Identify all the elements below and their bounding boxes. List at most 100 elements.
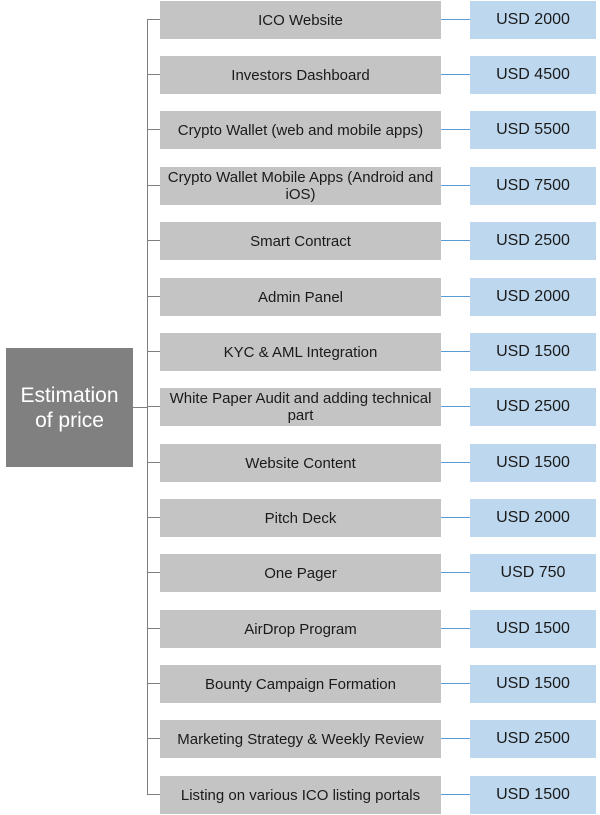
task-row: Bounty Campaign Formation USD 1500 — [0, 665, 600, 703]
branch-connector — [147, 185, 160, 186]
task-box: White Paper Audit and adding technical p… — [160, 388, 441, 426]
branch-connector — [147, 19, 160, 20]
price-box: USD 7500 — [470, 167, 596, 205]
task-row: Crypto Wallet (web and mobile apps) USD … — [0, 111, 600, 149]
price-label: USD 1500 — [496, 454, 570, 471]
price-connector — [441, 74, 470, 75]
price-connector — [441, 19, 470, 20]
root-node-label: Estimation of price — [20, 383, 119, 432]
price-label: USD 750 — [500, 564, 566, 581]
task-box: Crypto Wallet (web and mobile apps) — [160, 111, 441, 149]
task-row: Smart Contract USD 2500 — [0, 222, 600, 260]
task-row: Admin Panel USD 2000 — [0, 278, 600, 316]
price-box: USD 1500 — [470, 776, 596, 814]
task-label: ICO Website — [258, 11, 343, 29]
price-label: USD 2000 — [496, 11, 570, 28]
price-box: USD 2500 — [470, 720, 596, 758]
task-box: Bounty Campaign Formation — [160, 665, 441, 703]
branch-connector — [147, 351, 160, 352]
task-box: KYC & AML Integration — [160, 333, 441, 371]
price-connector — [441, 351, 470, 352]
price-connector — [441, 628, 470, 629]
price-connector — [441, 240, 470, 241]
price-box: USD 2000 — [470, 278, 596, 316]
branch-connector — [147, 794, 160, 795]
price-label: USD 1500 — [496, 343, 570, 360]
task-row: White Paper Audit and adding technical p… — [0, 388, 600, 426]
branch-connector — [147, 240, 160, 241]
price-connector — [441, 517, 470, 518]
price-box: USD 750 — [470, 554, 596, 592]
price-label: USD 1500 — [496, 620, 570, 637]
task-box: Marketing Strategy & Weekly Review — [160, 720, 441, 758]
task-row: Investors Dashboard USD 4500 — [0, 56, 600, 94]
task-label: Bounty Campaign Formation — [205, 675, 396, 693]
task-row: Pitch Deck USD 2000 — [0, 499, 600, 537]
task-box: Admin Panel — [160, 278, 441, 316]
task-box: AirDrop Program — [160, 610, 441, 648]
task-label: White Paper Audit and adding technical p… — [169, 390, 432, 424]
branch-connector — [147, 296, 160, 297]
task-label: Crypto Wallet Mobile Apps (Android and i… — [167, 169, 434, 203]
task-box: One Pager — [160, 554, 441, 592]
branch-connector — [147, 628, 160, 629]
price-box: USD 1500 — [470, 333, 596, 371]
price-box: USD 1500 — [470, 665, 596, 703]
task-box: Investors Dashboard — [160, 56, 441, 94]
task-box: Website Content — [160, 444, 441, 482]
price-connector — [441, 794, 470, 795]
task-box: ICO Website — [160, 1, 441, 39]
price-label: USD 2000 — [496, 509, 570, 526]
task-label: AirDrop Program — [244, 620, 357, 638]
price-connector — [441, 738, 470, 739]
branch-connector — [147, 517, 160, 518]
price-label: USD 7500 — [496, 177, 570, 194]
branch-connector — [147, 738, 160, 739]
price-label: USD 5500 — [496, 121, 570, 138]
price-label: USD 1500 — [496, 786, 570, 803]
task-row: ICO Website USD 2000 — [0, 1, 600, 39]
price-box: USD 2000 — [470, 499, 596, 537]
branch-connector — [147, 462, 160, 463]
branch-connector — [147, 406, 160, 407]
task-label: One Pager — [264, 564, 337, 582]
task-label: Smart Contract — [250, 232, 351, 250]
task-label: KYC & AML Integration — [223, 343, 378, 361]
price-label: USD 2500 — [496, 730, 570, 747]
price-box: USD 1500 — [470, 610, 596, 648]
task-row: AirDrop Program USD 1500 — [0, 610, 600, 648]
price-box: USD 2500 — [470, 222, 596, 260]
task-row: Website Content USD 1500 — [0, 444, 600, 482]
price-box: USD 2500 — [470, 388, 596, 426]
price-connector — [441, 462, 470, 463]
price-label: USD 1500 — [496, 675, 570, 692]
task-row: Listing on various ICO listing portals U… — [0, 776, 600, 814]
task-box: Listing on various ICO listing portals — [160, 776, 441, 814]
task-row: KYC & AML Integration USD 1500 — [0, 333, 600, 371]
branch-connector — [147, 683, 160, 684]
root-node-estimation: Estimation of price — [6, 348, 133, 467]
task-label: Pitch Deck — [264, 509, 337, 527]
price-connector — [441, 185, 470, 186]
task-label: Investors Dashboard — [231, 66, 370, 84]
price-box: USD 1500 — [470, 444, 596, 482]
price-label: USD 4500 — [496, 66, 570, 83]
price-box: USD 4500 — [470, 56, 596, 94]
task-row: One Pager USD 750 — [0, 554, 600, 592]
price-label: USD 2500 — [496, 398, 570, 415]
task-label: Marketing Strategy & Weekly Review — [177, 730, 424, 748]
task-label: Admin Panel — [257, 288, 344, 306]
task-label: Crypto Wallet (web and mobile apps) — [177, 121, 424, 139]
price-box: USD 5500 — [470, 111, 596, 149]
price-label: USD 2000 — [496, 288, 570, 305]
price-label: USD 2500 — [496, 232, 570, 249]
price-box: USD 2000 — [470, 1, 596, 39]
price-connector — [441, 296, 470, 297]
root-connector — [133, 407, 148, 408]
task-box: Pitch Deck — [160, 499, 441, 537]
branch-connector — [147, 129, 160, 130]
price-connector — [441, 572, 470, 573]
task-row: Marketing Strategy & Weekly Review USD 2… — [0, 720, 600, 758]
price-connector — [441, 683, 470, 684]
branch-connector — [147, 74, 160, 75]
